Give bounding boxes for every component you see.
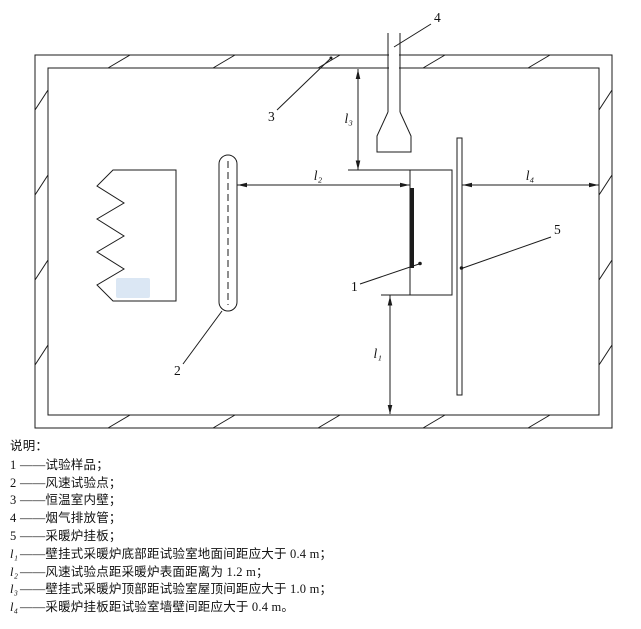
sample-front-face	[410, 188, 414, 268]
chamber-walls	[34, 54, 613, 429]
dim-label-l1: l₁	[374, 346, 382, 361]
legend-text: ——试验样品；	[20, 457, 109, 472]
callout-flue: 4	[393, 10, 441, 48]
flue-bell	[376, 111, 412, 153]
legend-item-flue: 4——烟气排放管；	[10, 510, 630, 528]
test-sample	[409, 169, 453, 296]
wind-speed-probe	[218, 154, 238, 312]
legend-key: 2	[10, 475, 17, 490]
legend-key: 3	[10, 493, 17, 508]
legend-text: ——烟气排放管；	[20, 511, 122, 526]
dimension-l2: l₂	[237, 168, 410, 188]
dim-label-l3: l₃	[345, 111, 354, 126]
dim-label-l2: l₂	[314, 168, 323, 183]
legend-item-l1: l₁——壁挂式采暖炉底部距试验室地面间距应大于 0.4 m；	[10, 546, 630, 564]
callout-label-inner-wall: 3	[268, 109, 275, 124]
legend-text: ——壁挂式采暖炉底部距试验室地面间距应大于 0.4 m；	[20, 546, 333, 561]
test-chamber-diagram: l₃ l₂ l₄ l₁ 4	[34, 10, 613, 429]
legend-key: l₄	[10, 600, 19, 615]
callout-label-sample: 1	[351, 279, 358, 294]
legend-key: l₃	[10, 582, 19, 597]
legend-item-l4: l₄——采暖炉挂板距试验室墙壁间距应大于 0.4 m。	[10, 599, 630, 617]
legend-text: ——恒温室内壁；	[20, 493, 122, 508]
legend-text: ——风速试验点；	[20, 475, 122, 490]
callout-wind-point: 2	[174, 310, 223, 378]
legend-item-plate: 5——采暖炉挂板；	[10, 528, 630, 546]
legend-text: ——壁挂式采暖炉顶部距试验室屋顶间距应大于 1.0 m；	[20, 582, 333, 597]
legend-text: ——采暖炉挂板；	[20, 528, 122, 543]
watermark	[116, 278, 150, 298]
legend-key: 4	[10, 511, 17, 526]
wall-hatch	[34, 54, 613, 429]
heater-coil	[96, 169, 177, 302]
legend-key: 1	[10, 457, 17, 472]
legend-text: ——采暖炉挂板距试验室墙壁间距应大于 0.4 m。	[20, 600, 295, 615]
dim-label-l4: l₄	[526, 168, 535, 183]
callout-label-flue: 4	[434, 10, 441, 25]
legend-item-l3: l₃——壁挂式采暖炉顶部距试验室屋顶间距应大于 1.0 m；	[10, 581, 630, 599]
dimension-l1: l₁	[374, 294, 410, 415]
dimension-l3: l₃	[345, 69, 410, 171]
flue-pipe	[376, 33, 412, 153]
legend-item-wind-point: 2——风速试验点；	[10, 475, 630, 493]
legend-title: 说明：	[10, 439, 49, 453]
legend-key: l₁	[10, 546, 19, 561]
callout-label-plate: 5	[554, 222, 561, 237]
inner-wall	[47, 67, 600, 416]
callout-sample: 1	[351, 261, 422, 294]
callout-inner-wall: 3	[268, 56, 333, 124]
dimension-l4: l₄	[462, 168, 599, 188]
legend: 说明： 1——试验样品； 2——风速试验点； 3——恒温室内壁； 4——烟气排放…	[10, 438, 630, 617]
outer-wall	[34, 54, 613, 429]
callout-label-wind-point: 2	[174, 363, 181, 378]
callout-plate: 5	[459, 222, 561, 270]
legend-item-l2: l₂——风速试验点距采暖炉表面距离为 1.2 m；	[10, 564, 630, 582]
legend-key: 5	[10, 528, 17, 543]
legend-text: ——风速试验点距采暖炉表面距离为 1.2 m；	[20, 564, 269, 579]
legend-item-inner-wall: 3——恒温室内壁；	[10, 492, 630, 510]
legend-key: l₂	[10, 564, 19, 579]
legend-item-sample: 1——试验样品；	[10, 457, 630, 475]
